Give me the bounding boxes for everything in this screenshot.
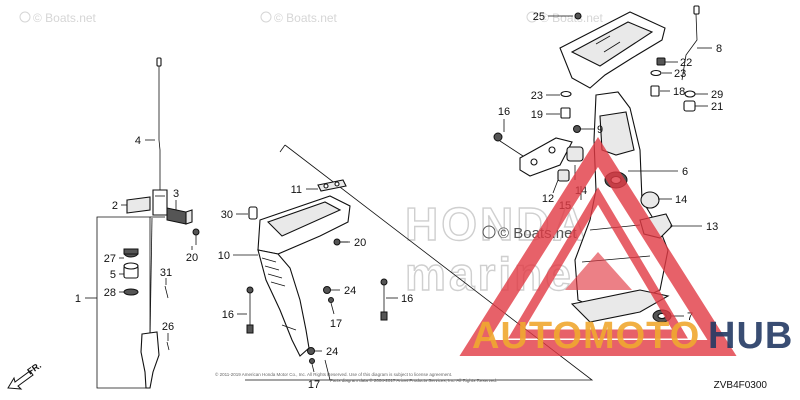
callout-22: 22 <box>680 57 692 69</box>
callout-8: 8 <box>716 43 722 55</box>
front-direction-arrow: FR. <box>7 360 43 390</box>
grommet-27 <box>123 248 139 258</box>
bolt-16-bottom <box>380 278 388 321</box>
callout-7: 7 <box>687 311 693 323</box>
callout-19: 19 <box>531 109 543 121</box>
callout-11: 11 <box>291 184 302 196</box>
shift-rod-lower <box>149 217 153 341</box>
callout-13: 13 <box>706 221 718 233</box>
callout-28: 28 <box>104 287 116 299</box>
bolt-17b <box>309 358 315 373</box>
nut-22 <box>656 57 666 66</box>
rod-joint <box>152 189 168 216</box>
bracket-12 <box>519 137 573 177</box>
bolt-16-left <box>246 286 254 334</box>
svg-text:© Boats.net: © Boats.net <box>540 11 604 25</box>
callout-14-b: 14 <box>675 194 687 206</box>
callout-21: 21 <box>711 101 723 113</box>
callout-27: 27 <box>104 253 116 265</box>
mount-plate <box>559 11 666 89</box>
mount-rubber-14a <box>566 146 584 162</box>
svg-text:© Boats.net: © Boats.net <box>274 11 338 25</box>
callout-20-left: 20 <box>186 252 198 264</box>
washer-23-left <box>560 90 572 98</box>
assembly-box-center <box>245 144 594 381</box>
callout-9: 9 <box>597 124 603 136</box>
washer-24a <box>323 286 331 294</box>
svg-text:HUB: HUB <box>708 315 793 357</box>
gasket-11 <box>317 179 347 192</box>
bolt-19 <box>560 107 571 119</box>
callout-24-a: 24 <box>344 285 356 297</box>
svg-text:© Boats.net: © Boats.net <box>33 11 97 25</box>
callout-18: 18 <box>673 86 685 98</box>
bolt-17a <box>328 297 335 315</box>
oil-case-10 <box>257 195 351 357</box>
callout-1: 1 <box>75 293 81 305</box>
copyright-text: © 2011-2019 American Honda Motor Co., In… <box>215 371 497 383</box>
bushing-5 <box>123 262 139 279</box>
watermark-middle: © Boats.net <box>482 225 577 242</box>
callout-30: 30 <box>221 209 233 221</box>
callout-6: 6 <box>682 166 688 178</box>
stopper-15 <box>557 169 570 182</box>
callout-25: 25 <box>533 11 545 23</box>
bolt-16-top <box>493 132 527 159</box>
callout-12: 12 <box>542 193 554 205</box>
dipstick-8 <box>681 5 700 81</box>
watermark-top-right: © Boats.net <box>526 11 604 25</box>
callout-5: 5 <box>110 269 116 281</box>
callout-16-bottom: 16 <box>401 293 413 305</box>
callout-17-a: 17 <box>330 318 342 330</box>
callout-31: 31 <box>160 267 172 279</box>
callout-23-right: 23 <box>674 68 686 80</box>
pin-26 <box>166 341 170 351</box>
bolt-18 <box>650 85 660 97</box>
callout-16-top: 16 <box>498 106 510 118</box>
callout-26: 26 <box>162 321 174 333</box>
rod-guide-block <box>166 207 193 225</box>
callout-16-left: 16 <box>222 309 234 321</box>
callout-24-b: 24 <box>326 346 338 358</box>
shift-lever-end <box>140 331 160 389</box>
callout-4: 4 <box>135 135 141 147</box>
callout-29: 29 <box>711 89 723 101</box>
dowel-30 <box>248 206 258 220</box>
screw-25 <box>574 12 582 20</box>
automotohub-triangle-logo <box>459 137 737 356</box>
bolt-20-left <box>192 228 200 245</box>
pin-31 <box>164 285 169 299</box>
lower-plate <box>570 289 670 323</box>
callout-labels: 25 8 22 23 18 29 21 23 19 9 16 6 12 14 1… <box>75 11 723 391</box>
washer-24b <box>307 347 315 355</box>
callout-20-center: 20 <box>354 237 366 249</box>
rod-clip <box>126 196 151 214</box>
callout-10: 10 <box>218 250 230 262</box>
nut-9 <box>573 125 581 133</box>
washer-28 <box>123 288 139 296</box>
callout-17-b: 17 <box>308 379 320 391</box>
automotohub-wordmark: AUTOMOTO HUB <box>472 315 793 357</box>
collar-21 <box>683 100 696 112</box>
callout-3: 3 <box>173 188 179 200</box>
mount-rubber-14b <box>640 191 660 209</box>
watermark-top-center: © Boats.net <box>260 11 338 25</box>
diagram-code: ZVB4F0300 <box>714 380 768 391</box>
callout-23-left: 23 <box>531 90 543 102</box>
callout-2: 2 <box>112 200 118 212</box>
watermark-top-left: © Boats.net <box>19 11 97 25</box>
grommet-29 <box>684 90 696 98</box>
shift-rod-upper <box>156 57 162 205</box>
svg-text:AUTOMOTO: AUTOMOTO <box>472 315 700 357</box>
washer-23-right <box>650 69 662 77</box>
svg-text:© 2011-2019 American Honda Mot: © 2011-2019 American Honda Motor Co., In… <box>215 371 452 377</box>
svg-text:Parts diagram data © 2004-2017: Parts diagram data © 2004-2017 Arinet Pr… <box>330 377 497 383</box>
